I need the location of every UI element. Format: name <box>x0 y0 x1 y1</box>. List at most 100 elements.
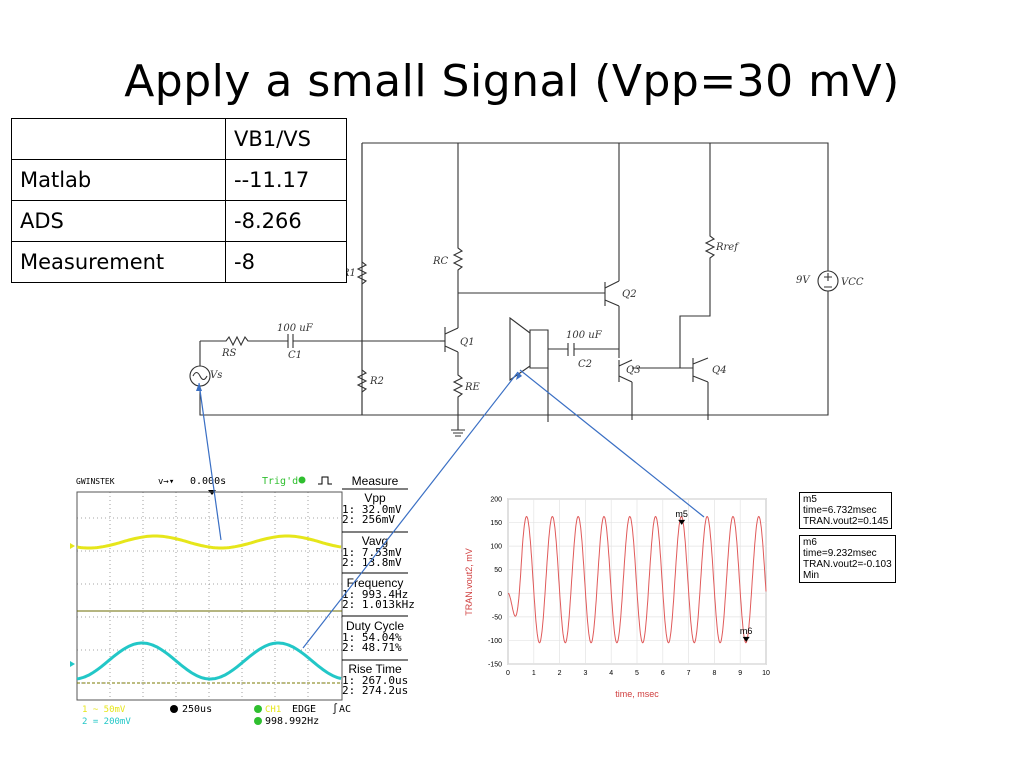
measure-vpp: Vpp 1: 32.0mV 2: 256mV <box>342 492 408 526</box>
resistor-r1 <box>356 143 368 341</box>
marker-m5-icon <box>678 519 686 525</box>
x-tick-label: 10 <box>762 670 770 677</box>
row-label: ADS <box>11 200 226 242</box>
marker-time: time=9.232msec <box>803 548 877 559</box>
label-rref: Rref <box>715 242 740 253</box>
y-tick-label: -50 <box>492 614 502 621</box>
trigger-mode: EDGE <box>292 704 316 715</box>
x-tick-label: 7 <box>687 670 691 677</box>
measure-frequency: Frequency 1: 993.4Hz 2: 1.013kHz <box>342 577 415 611</box>
y-tick-label: 150 <box>490 520 502 527</box>
label-c2: C2 <box>578 359 592 370</box>
measure-title: Rise Time <box>348 662 402 676</box>
y-axis-label: TRAN.vout2, mV <box>464 548 474 616</box>
ch1-waveform <box>76 534 342 550</box>
label-re: RE <box>464 382 481 393</box>
row-label: Measurement <box>11 241 226 283</box>
timebase-offset: 0.000s <box>190 476 226 487</box>
marker-m5-label: m5 <box>675 509 688 519</box>
slide-title: Apply a small Signal (Vpp=30 mV) <box>124 56 900 107</box>
scope-frame <box>76 491 343 701</box>
y-tick-label: -150 <box>488 662 502 669</box>
marker-readout-m6: m6 time=9.232msec TRAN.vout2=-0.103 Min <box>799 535 896 583</box>
label-vs: Vs <box>210 370 222 381</box>
label-q3: Q3 <box>626 365 641 376</box>
series-line-vout2 <box>507 515 767 644</box>
measure-vavg: Vavg 1: 7.53mV 2: 13.8mV <box>342 535 408 569</box>
x-tick-label: 2 <box>558 670 562 677</box>
label-c1: C1 <box>288 350 302 361</box>
scope-grid <box>77 492 342 700</box>
table-header-cell <box>11 118 226 160</box>
y-tick-label: 200 <box>490 497 502 504</box>
x-axis-label: time, msec <box>615 689 659 699</box>
transistor-q1 <box>444 327 459 353</box>
ch1-marker-icon <box>70 543 75 549</box>
trigger-arrows-icon: v→▾ <box>158 477 174 487</box>
x-tick-label: 6 <box>661 670 665 677</box>
table-row: Matlab --11.17 <box>11 159 347 201</box>
row-value: --11.17 <box>225 159 347 201</box>
x-tick-label: 1 <box>532 670 536 677</box>
label-q2: Q2 <box>622 289 637 300</box>
table-header-row: VB1/VS <box>11 118 347 160</box>
label-r1: R1 <box>341 268 356 279</box>
x-tick-label: 5 <box>635 670 639 677</box>
label-rs: RS <box>221 348 237 359</box>
measure-ch2: 2: 256mV <box>342 513 395 526</box>
label-cap2: 100 uF <box>566 330 603 341</box>
measure-ch2: 2: 48.71% <box>342 641 402 654</box>
marker-time: time=6.732msec <box>803 505 877 516</box>
y-tick-label: 50 <box>494 567 502 574</box>
marker-value: TRAN.vout2=0.145 <box>803 516 889 527</box>
coupling-icon: ∫ <box>332 703 338 715</box>
results-table: VB1/VS Matlab --11.17 ADS -8.266 Measure… <box>11 118 347 283</box>
label-vcc: VCC <box>841 277 864 288</box>
speaker-icon <box>509 316 549 382</box>
table-row: Measurement -8 <box>11 241 347 283</box>
ch2-scale: 2 = 200mV <box>82 717 131 727</box>
x-tick-label: 8 <box>712 670 716 677</box>
frequency-counter-icon <box>254 717 262 725</box>
trigger-frequency: 998.992Hz <box>265 716 319 727</box>
measure-ch2: 2: 13.8mV <box>342 556 402 569</box>
ch1-scale: 1 ~ 50mV <box>82 705 126 715</box>
label-q4: Q4 <box>712 365 727 376</box>
timebase-value: 250us <box>182 704 212 715</box>
label-r2: R2 <box>369 376 384 387</box>
timebase-icon <box>170 705 178 713</box>
pulse-icon <box>318 476 332 485</box>
measure-header: Measure <box>351 474 399 488</box>
marker-value: TRAN.vout2=-0.103 <box>803 559 892 570</box>
y-tick-label: 100 <box>490 544 502 551</box>
trigger-status: Trig'd <box>262 476 298 487</box>
trigger-source-icon <box>254 705 262 713</box>
row-value: -8.266 <box>225 200 347 242</box>
marker-m6-label: m6 <box>740 626 753 636</box>
ch2-waveform <box>76 641 342 681</box>
x-tick-label: 4 <box>609 670 613 677</box>
coupling-mode: AC <box>339 704 351 715</box>
row-value: -8 <box>225 241 347 283</box>
oscilloscope-screenshot: GWINSTEK v→▾ 0.000s Trig'd 1 ~ 50mV 2 = … <box>70 472 415 734</box>
label-q1: Q1 <box>460 337 475 348</box>
measure-duty-cycle: Duty Cycle 1: 54.04% 2: 48.71% <box>342 620 408 654</box>
table-header-cell: VB1/VS <box>225 118 347 160</box>
marker-readout-m5: m5 time=6.732msec TRAN.vout2=0.145 <box>799 492 893 529</box>
marker-type: Min <box>803 570 820 581</box>
row-label: Matlab <box>11 159 226 201</box>
measure-ch2: 2: 1.013kHz <box>342 598 415 611</box>
marker-name: m6 <box>803 537 817 548</box>
x-tick-label: 9 <box>738 670 742 677</box>
scope-brand: GWINSTEK <box>76 477 115 486</box>
y-tick-label: 0 <box>498 591 502 598</box>
trigger-led-icon <box>298 476 306 484</box>
trigger-source: CH1 <box>265 705 281 715</box>
label-cap1: 100 uF <box>277 323 314 334</box>
table-row: ADS -8.266 <box>11 200 347 242</box>
measure-ch2: 2: 274.2us <box>342 684 409 697</box>
x-tick-label: 3 <box>583 670 587 677</box>
measure-rise-time: Rise Time 1: 267.0us 2: 274.2us <box>342 662 409 697</box>
ch2-marker-icon <box>70 661 75 667</box>
